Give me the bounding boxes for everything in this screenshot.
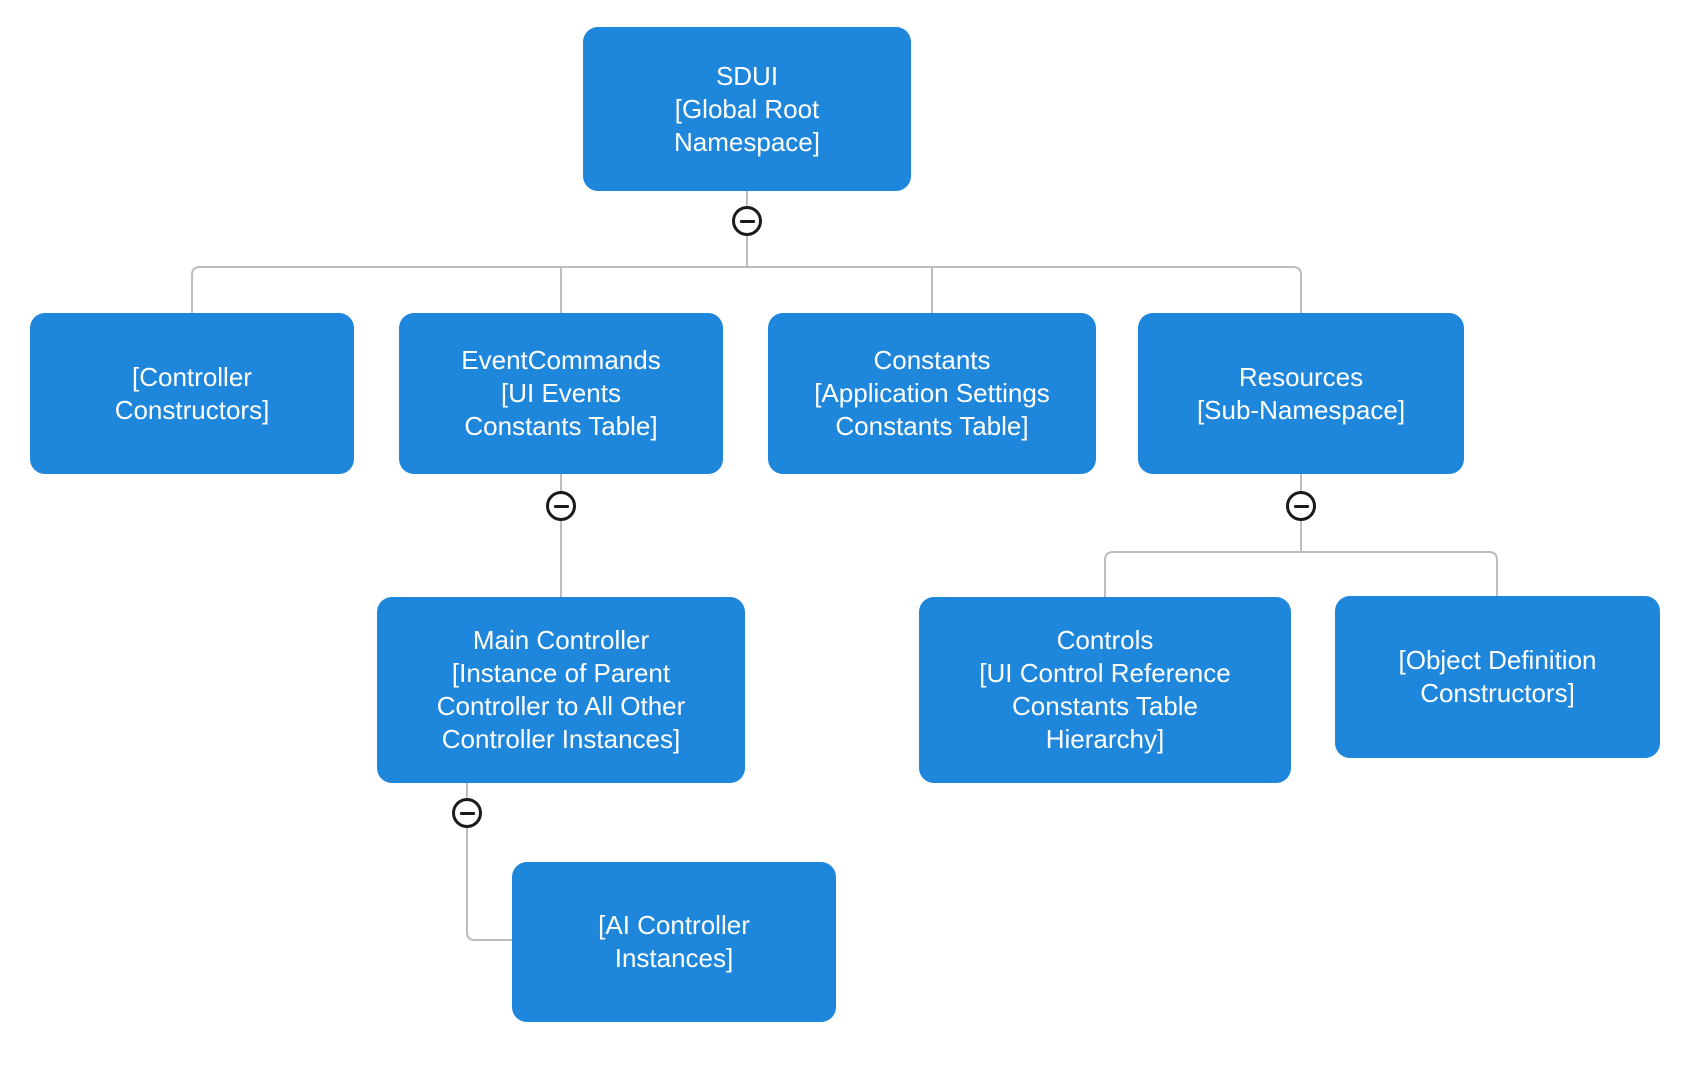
node-ai-controller-instances[interactable]: [AI Controller Instances] — [512, 862, 836, 1022]
node-event-commands[interactable]: EventCommands [UI Events Constants Table… — [399, 313, 723, 474]
node-sdui[interactable]: SDUI [Global Root Namespace] — [583, 27, 911, 191]
connector-maincontroller-elbow — [466, 783, 512, 941]
node-constants[interactable]: Constants [Application Settings Constant… — [768, 313, 1096, 474]
minus-icon — [739, 219, 755, 223]
connector-resources-bus — [1104, 551, 1498, 597]
collapse-button-resources[interactable] — [1286, 491, 1316, 521]
minus-icon — [553, 504, 569, 508]
node-controller-constructors[interactable]: [Controller Constructors] — [30, 313, 354, 474]
node-controls[interactable]: Controls [UI Control Reference Constants… — [919, 597, 1291, 783]
collapse-button-main-controller[interactable] — [452, 798, 482, 828]
collapse-button-event-commands[interactable] — [546, 491, 576, 521]
minus-icon — [1293, 504, 1309, 508]
connector-level1-bus — [191, 266, 1302, 313]
node-resources[interactable]: Resources [Sub-Namespace] — [1138, 313, 1464, 474]
collapse-button-sdui[interactable] — [732, 206, 762, 236]
minus-icon — [459, 811, 475, 815]
node-main-controller[interactable]: Main Controller [Instance of Parent Cont… — [377, 597, 745, 783]
node-object-definition-constructors[interactable]: [Object Definition Constructors] — [1335, 596, 1660, 758]
